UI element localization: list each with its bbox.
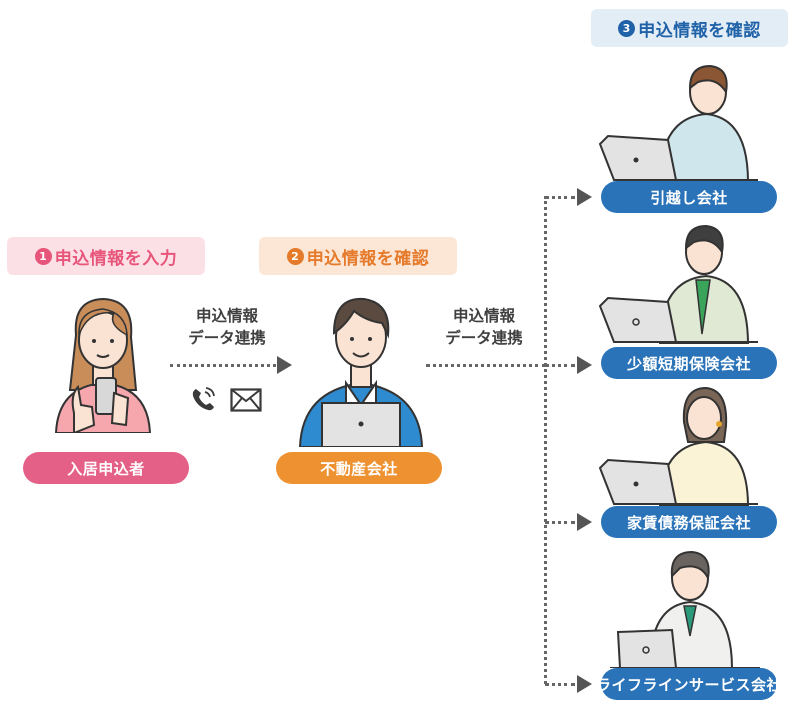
applicant-illustration [48, 295, 158, 433]
branch-connector-1 [545, 196, 575, 199]
flow-2-line2: データ連携 [445, 329, 523, 347]
step-1-text: 申込情報を入力 [54, 248, 178, 269]
insurance-company-illustration [598, 224, 758, 344]
branch-connector-4 [545, 683, 575, 686]
step-1-number: 1 [34, 247, 52, 265]
recipient-pill-4: ライフラインサービス会社 [596, 668, 782, 700]
branch-arrow-1 [577, 188, 592, 206]
step-2-number: 2 [286, 247, 304, 265]
recipient-pill-2: 少額短期保険会社 [601, 347, 777, 379]
branch-arrow-3 [577, 513, 592, 531]
step-3-number: 3 [618, 19, 636, 37]
mail-icon [230, 388, 262, 412]
step-3-text: 申込情報を確認 [638, 20, 761, 41]
branch-arrow-2 [577, 356, 592, 374]
recipient-pill-1: 引越し会社 [601, 181, 777, 213]
branch-connector-3 [545, 521, 575, 524]
rent-guarantee-company-illustration [598, 386, 758, 506]
phone-icon [190, 385, 218, 413]
lifeline-service-company-illustration [610, 548, 760, 668]
applicant-pill: 入居申込者 [23, 452, 189, 484]
step-2-text: 申込情報を確認 [306, 248, 430, 269]
real-estate-pill: 不動産会社 [276, 452, 442, 484]
branch-connector-2 [545, 364, 575, 367]
flow-2-line1: 申込情報 [452, 307, 515, 325]
real-estate-illustration [296, 293, 426, 447]
step-3-label: 3 申込情報を確認 [591, 9, 788, 47]
flow-1-line2: データ連携 [188, 329, 266, 347]
moving-company-illustration [598, 62, 758, 182]
flow-1-connector [170, 364, 276, 367]
flow-1-line1: 申込情報 [195, 307, 258, 325]
flow-1-arrow [277, 356, 292, 374]
flow-2-label: 申込情報 データ連携 [428, 305, 540, 349]
step-2-label: 2 申込情報を確認 [259, 237, 457, 275]
flow-1-label: 申込情報 データ連携 [172, 305, 282, 349]
distribution-bus-line [544, 196, 547, 684]
step-1-label: 1 申込情報を入力 [7, 237, 205, 275]
flow-2-connector [426, 364, 546, 367]
recipient-pill-3: 家賃債務保証会社 [601, 506, 777, 538]
branch-arrow-4 [577, 675, 592, 693]
